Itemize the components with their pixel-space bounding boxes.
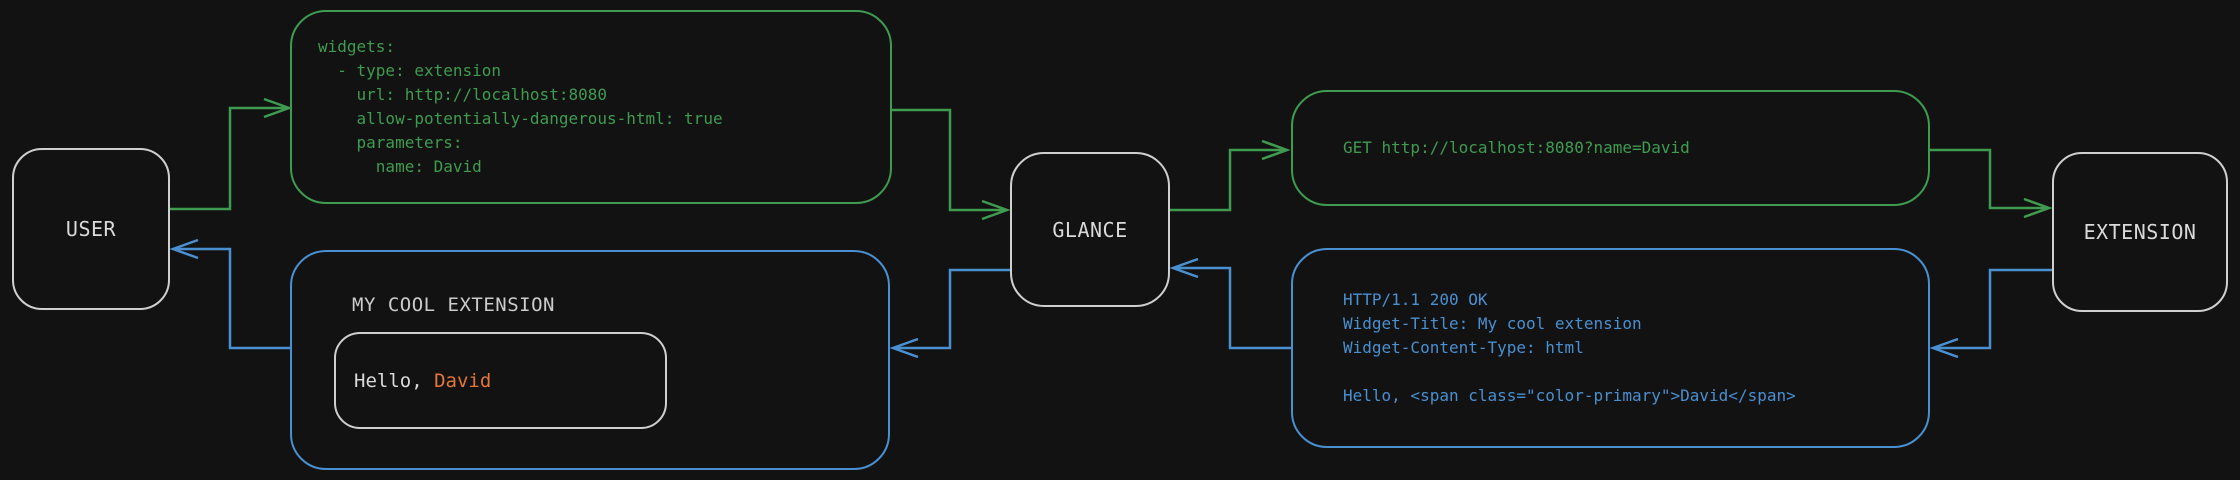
arrow-config-to-glance <box>892 108 1011 221</box>
arrow-request-to-extension <box>1930 148 2053 219</box>
arrow-widget-to-user <box>169 238 290 350</box>
arrow-extension-to-response <box>1929 268 2052 359</box>
user-node-label: USER <box>65 217 117 241</box>
greeting-name: David <box>434 369 492 392</box>
widget-preview-box: MY COOL EXTENSION Hello, David <box>290 250 890 470</box>
glance-node: GLANCE <box>1010 152 1170 307</box>
http-response-code: HTTP/1.1 200 OK Widget-Title: My cool ex… <box>1343 290 1796 405</box>
greeting-prefix: Hello, <box>354 369 435 392</box>
http-request-box: GET http://localhost:8080?name=David <box>1291 90 1930 206</box>
http-response-box: HTTP/1.1 200 OK Widget-Title: My cool ex… <box>1291 248 1930 448</box>
arrow-glance-to-request <box>1170 139 1291 212</box>
widget-title: MY COOL EXTENSION <box>352 294 555 316</box>
widget-greeting-card: Hello, David <box>334 332 667 429</box>
extension-node: EXTENSION <box>2052 152 2228 312</box>
extension-node-label: EXTENSION <box>2083 220 2197 244</box>
user-node: USER <box>12 148 170 310</box>
config-yaml-box: widgets: - type: extension url: http://l… <box>290 10 892 204</box>
arrow-response-to-glance <box>1169 257 1291 350</box>
arrow-user-to-config <box>170 97 293 211</box>
http-request-code: GET http://localhost:8080?name=David <box>1343 138 1690 157</box>
arrow-glance-to-widget <box>889 268 1010 359</box>
glance-node-label: GLANCE <box>1052 217 1128 242</box>
config-yaml-code: widgets: - type: extension url: http://l… <box>318 37 723 176</box>
